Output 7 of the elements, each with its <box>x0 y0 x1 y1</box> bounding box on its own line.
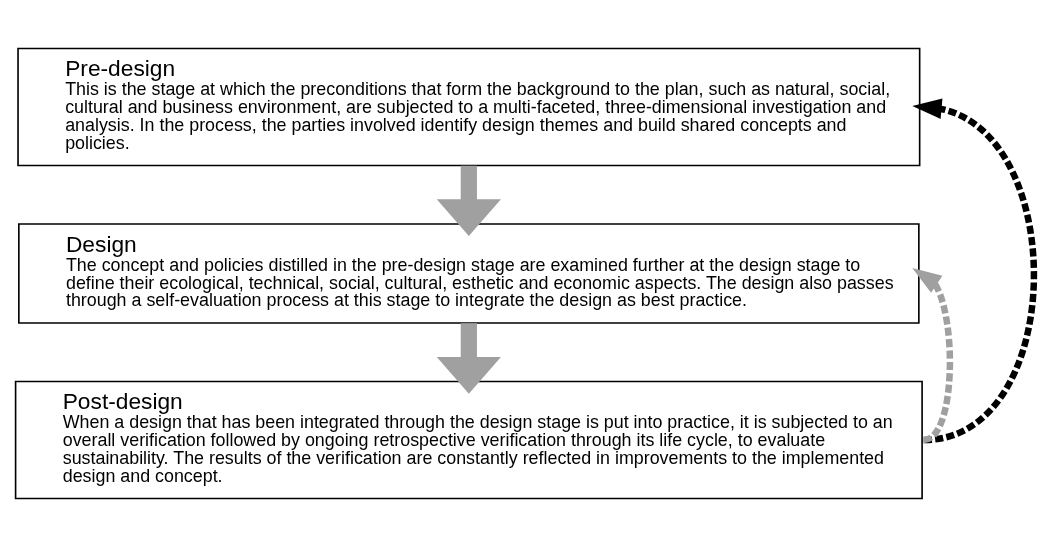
node-box: Pre-design This is the stage at which the preconditions that form the background to the plan, such as natural, social, cultural and business environment, are subjected to a multi-faceted, three-dimensional investigation and analysis. In the process, the parties involved identify design themes and build shared concepts and policies. <box>17 47 921 166</box>
arrow <box>912 98 1037 443</box>
arrow <box>436 322 501 394</box>
arrow <box>912 267 954 443</box>
arrow <box>436 165 501 236</box>
node-box: Design The concept and policies distilled in the pre-design stage are examined further at the design stage to define their ecological, technical, social, cultural, esthetic and economic aspects. The design also passes through a self-evaluation process at this stage to integrate the design as best practice. <box>18 222 920 324</box>
node-box: Post-design When a design that has been integrated through the design stage is put into practice, it is subjected to an overall verification followed by ongoing retrospective verification through its life cycle, to evaluate sustainability. The results of the verification are constantly reflected in improvements to the implemented design and concept. <box>14 380 923 499</box>
